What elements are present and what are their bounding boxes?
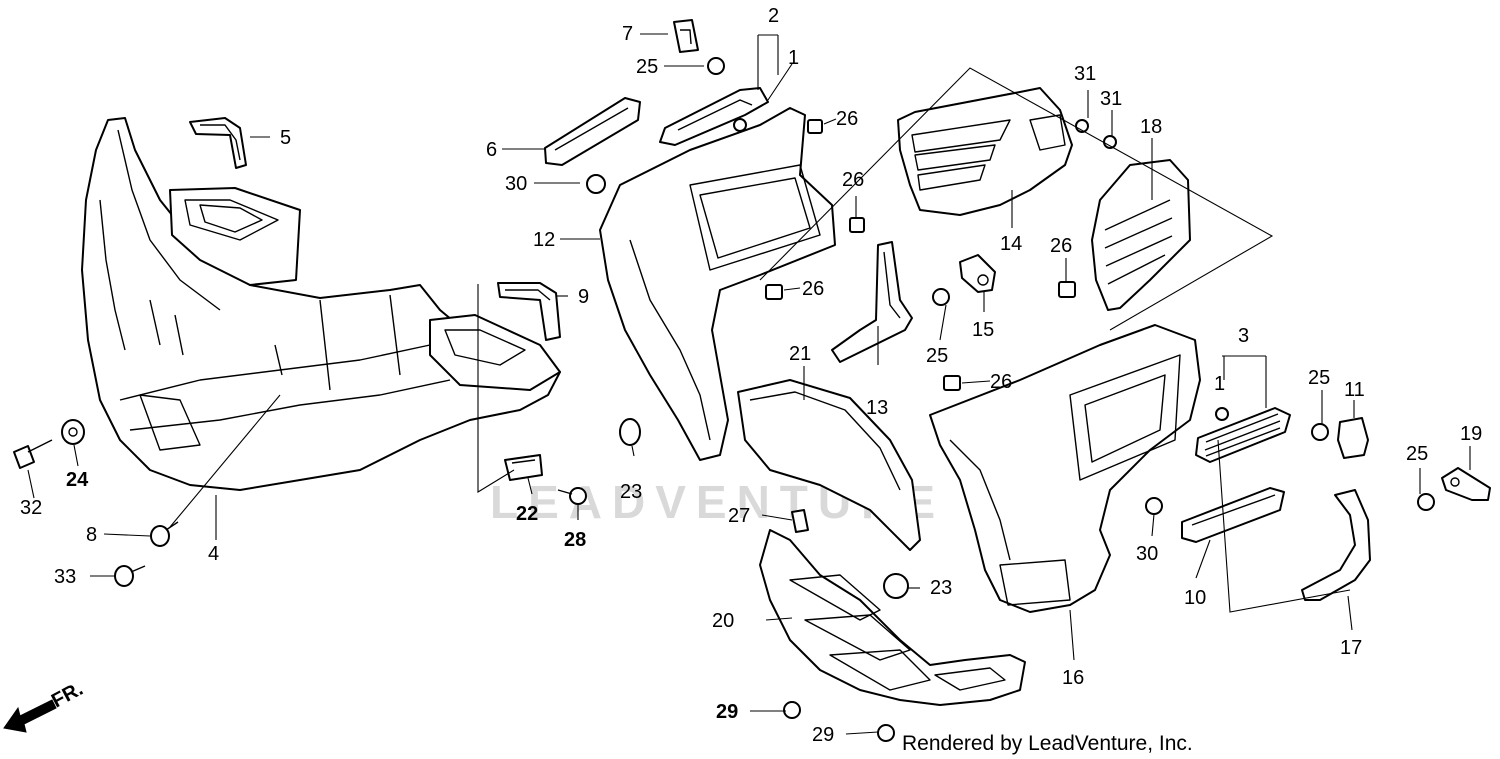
callout-19: 19 [1460,423,1482,445]
callout-10: 10 [1184,587,1206,609]
callout-23: 23 [930,577,952,599]
part-17-stay [1301,489,1371,601]
callout-26: 26 [802,278,824,300]
callout-31: 31 [1074,63,1096,85]
callout-21: 21 [789,343,811,365]
callout-24: 24 [66,469,89,491]
callout-22: 22 [516,503,538,525]
callout-32: 32 [20,497,42,519]
callout-13: 13 [866,397,888,419]
callout-17: 17 [1340,637,1362,659]
callout-labels: 2 1 7 25 6 30 12 5 9 26 26 26 21 13 14 1… [20,5,1482,746]
callout-25: 25 [1308,367,1330,389]
part-5-bracket [189,117,247,169]
callout-28: 28 [564,529,586,551]
part-15-bracket [959,254,996,293]
callout-2: 2 [768,5,779,27]
callout-11: 11 [1344,379,1365,401]
callout-25: 25 [636,56,658,78]
part-10-trim-strip [1181,487,1285,543]
part-11-cap [1337,417,1369,459]
callout-4: 4 [208,543,219,565]
front-direction-arrow: FR. [3,678,87,733]
callout-14: 14 [1000,233,1022,255]
callout-16: 16 [1062,667,1084,689]
callout-15: 15 [972,319,994,341]
callout-26: 26 [1050,235,1072,257]
callout-30: 30 [1136,543,1158,565]
part-12-inner-panel [599,107,836,461]
leader-lines [27,33,1471,735]
callout-27: 27 [728,505,750,527]
part-16-lower-cowl [929,324,1201,613]
part-21-shield [737,379,921,551]
callout-3: 3 [1238,325,1249,347]
callout-9: 9 [578,286,589,308]
callout-1: 1 [1214,373,1225,395]
callout-29: 29 [812,724,834,746]
callout-5: 5 [280,127,291,149]
callout-12: 12 [533,229,555,251]
callout-18: 18 [1140,116,1162,138]
callout-29: 29 [716,701,738,723]
part-19-bracket [1441,467,1491,501]
part-4-lower-cowl [81,117,561,491]
callout-6: 6 [486,139,497,161]
callout-1: 1 [788,47,799,69]
callout-25: 25 [926,345,948,367]
part-7-clip [673,19,699,53]
part-13-stay [831,241,913,363]
part-20-floor-panel [759,529,1026,706]
part-14-vent-box [897,87,1073,216]
hardware [13,57,1435,742]
part-3-grille-assembly [1195,407,1291,463]
part-18-vent-box [1091,159,1191,311]
callout-20: 20 [712,610,734,632]
callout-33: 33 [54,566,76,588]
part-2-trim-assembly [659,87,769,146]
callout-23: 23 [620,481,642,503]
assembly-lines [477,67,1351,613]
part-9-bracket [497,282,561,341]
callout-7: 7 [622,23,633,45]
callout-30: 30 [505,173,527,195]
part-6-trim-strip [544,97,641,166]
callout-25: 25 [1406,443,1428,465]
callout-8: 8 [86,524,97,546]
callout-26: 26 [842,169,864,191]
callout-26: 26 [836,108,858,130]
callout-26: 26 [990,371,1012,393]
credit-text: Rendered by LeadVenture, Inc. [902,732,1193,755]
callout-31: 31 [1100,88,1122,110]
